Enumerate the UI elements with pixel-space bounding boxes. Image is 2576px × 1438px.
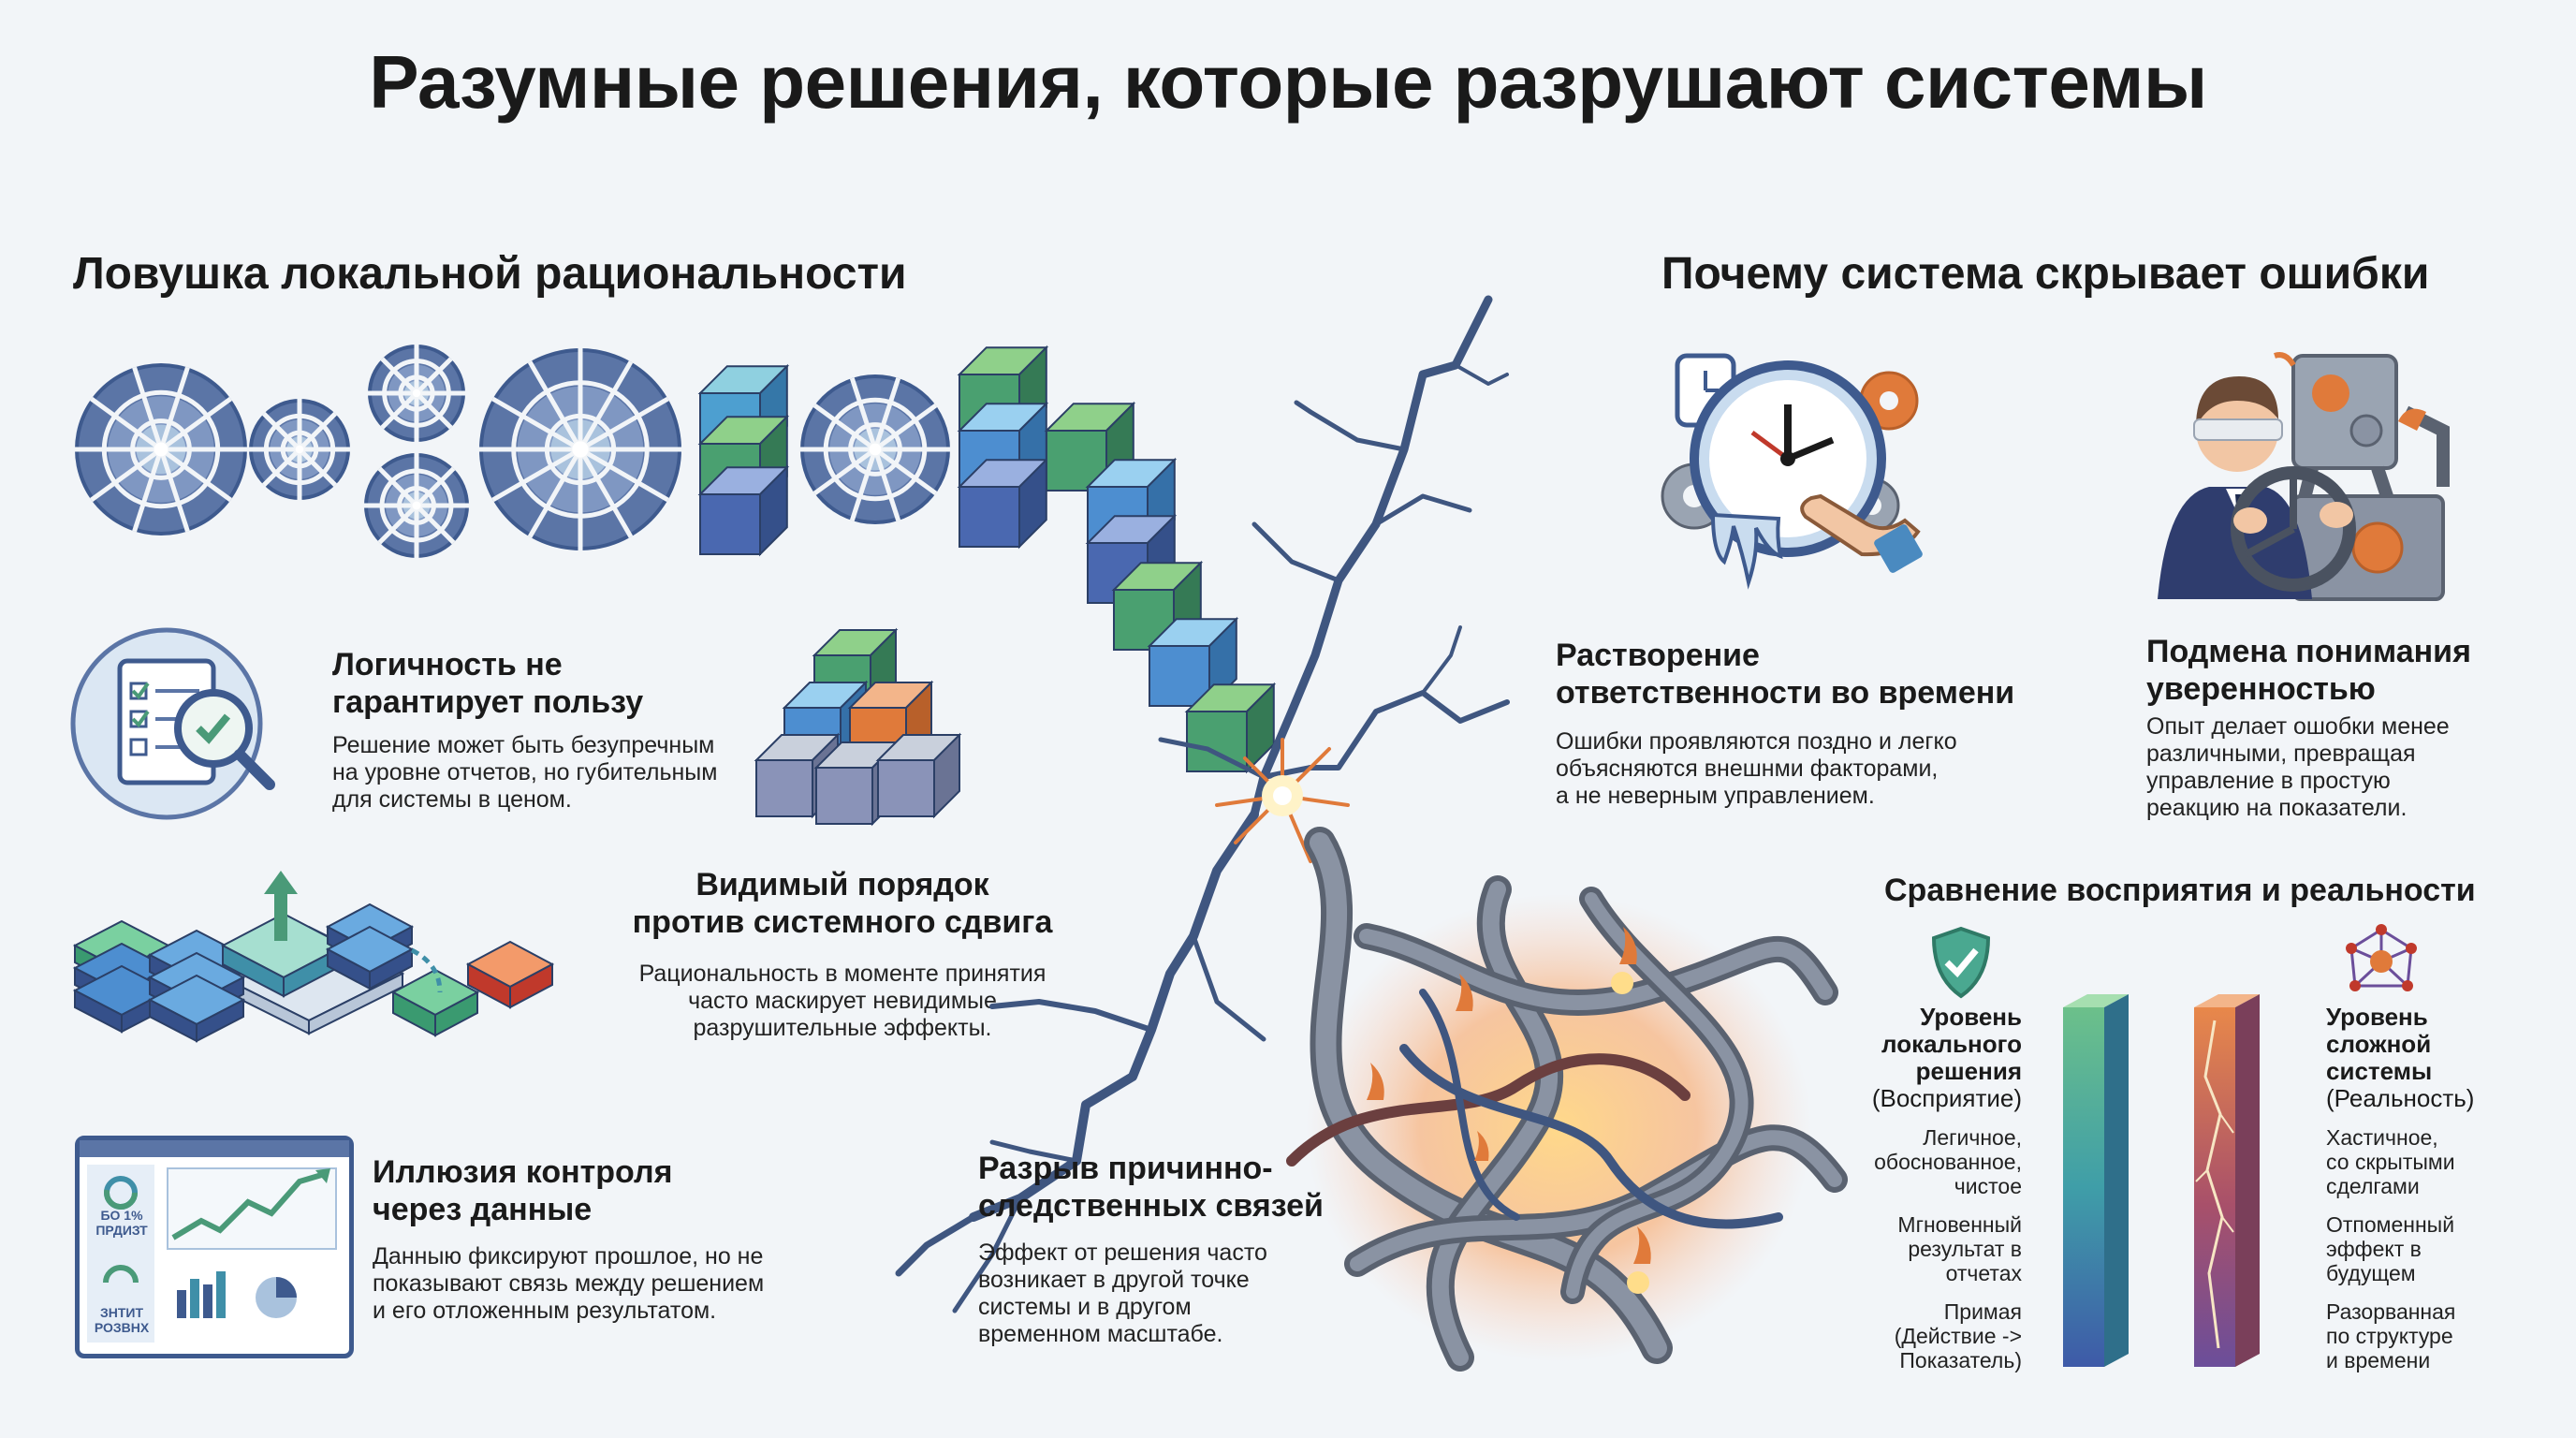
reality-row-1: Хастичное, со скрытыми сделгами (2326, 1125, 2455, 1198)
melting-clock-icon (1661, 353, 1923, 590)
dashboard-label-3: ЗНТИТ (99, 1305, 144, 1320)
left-section-title: Ловушка локальной рациональности (73, 249, 907, 299)
stack-orange (465, 940, 555, 1009)
center-heading: Разрыв причинно- следственных связей (978, 1151, 1324, 1224)
reality-subtitle: (Реальность) (2326, 1084, 2475, 1112)
cube-stair-3 (957, 457, 1049, 550)
comparison-title: Сравнение восприятия и реальности (1884, 873, 2476, 908)
wheel-3 (368, 345, 465, 442)
blindfolded-manager-icon (2158, 352, 2450, 601)
block3-heading: Иллюзия контроля через данные (373, 1154, 673, 1227)
right-block2-text: Опыт делает ошобки менее различными, пре… (2146, 713, 2450, 821)
stack-right-2 (325, 925, 415, 990)
stack-left-3 (72, 964, 171, 1034)
wheel-4 (364, 453, 469, 558)
perception-row-2: Мгновенный результат в отчетах (1897, 1212, 2022, 1285)
perception-row-1: Легичное, обоснованное, чистое (1874, 1125, 2022, 1198)
right-block1-text: Ошибки проявляются поздно и легко объясн… (1556, 728, 1957, 809)
perception-subtitle: (Восприятие) (1871, 1084, 2022, 1112)
clipboard-magnifier-icon (70, 627, 275, 820)
reality-column (2194, 994, 2260, 1367)
stack-mid-3 (147, 974, 246, 1043)
right-block1-heading: Растворение ответственности во времени (1556, 638, 2015, 711)
reality-heading: Уровень сложной системы (2326, 1003, 2433, 1085)
dashboard-label-1: БО 1% (100, 1208, 143, 1223)
block1-text: Решение может быть безупречным на уровне… (332, 732, 718, 813)
reality-row-3: Разорванная по структуре и времени (2326, 1299, 2456, 1372)
right-block2-heading: Подмена понимания уверенностью (2146, 634, 2471, 707)
wheel-6 (800, 374, 950, 524)
center-text: Эффект от решения часто возникает в друг… (978, 1240, 1267, 1347)
stack-green (390, 968, 480, 1037)
dashboard-label-2: ПРДИЗТ (95, 1223, 148, 1238)
platform-raised (220, 912, 347, 998)
wheel-5 (479, 348, 681, 550)
block2-heading: Видимый порядок против системного сдвига (632, 867, 1053, 940)
cube-a3 (697, 464, 790, 557)
perception-heading: Уровень локального решения (1881, 1003, 2022, 1085)
block3-text: Данныю фиксируют прошлое, но не показыва… (373, 1243, 765, 1324)
block1-heading: Логичность не гарантирует пользу (332, 647, 644, 720)
reality-row-2: Отпоменный эффект в будущем (2326, 1212, 2455, 1285)
network-node-icon (2346, 924, 2417, 991)
perception-row-3: Примая (Действие -> Показатель) (1894, 1299, 2022, 1372)
shield-check-icon (1931, 926, 1991, 999)
page-title: Разумные решения, которые разрушают сист… (369, 40, 2207, 124)
wheel-2 (249, 399, 350, 500)
cube-stair-9 (1184, 682, 1277, 774)
block2-text: Рациональность в моменте принятия часто … (638, 961, 1046, 1041)
pyramid-cube-6 (875, 732, 962, 819)
right-section-title: Почему система скрывает ошибки (1661, 249, 2430, 299)
wheel-1 (75, 363, 247, 536)
dashboard-monitor: БО 1% ПРДИЗТ ЗНТИТ РОЗВНХ (75, 1136, 354, 1358)
perception-column (2063, 994, 2129, 1367)
dashboard-label-4: РОЗВНХ (94, 1320, 150, 1335)
